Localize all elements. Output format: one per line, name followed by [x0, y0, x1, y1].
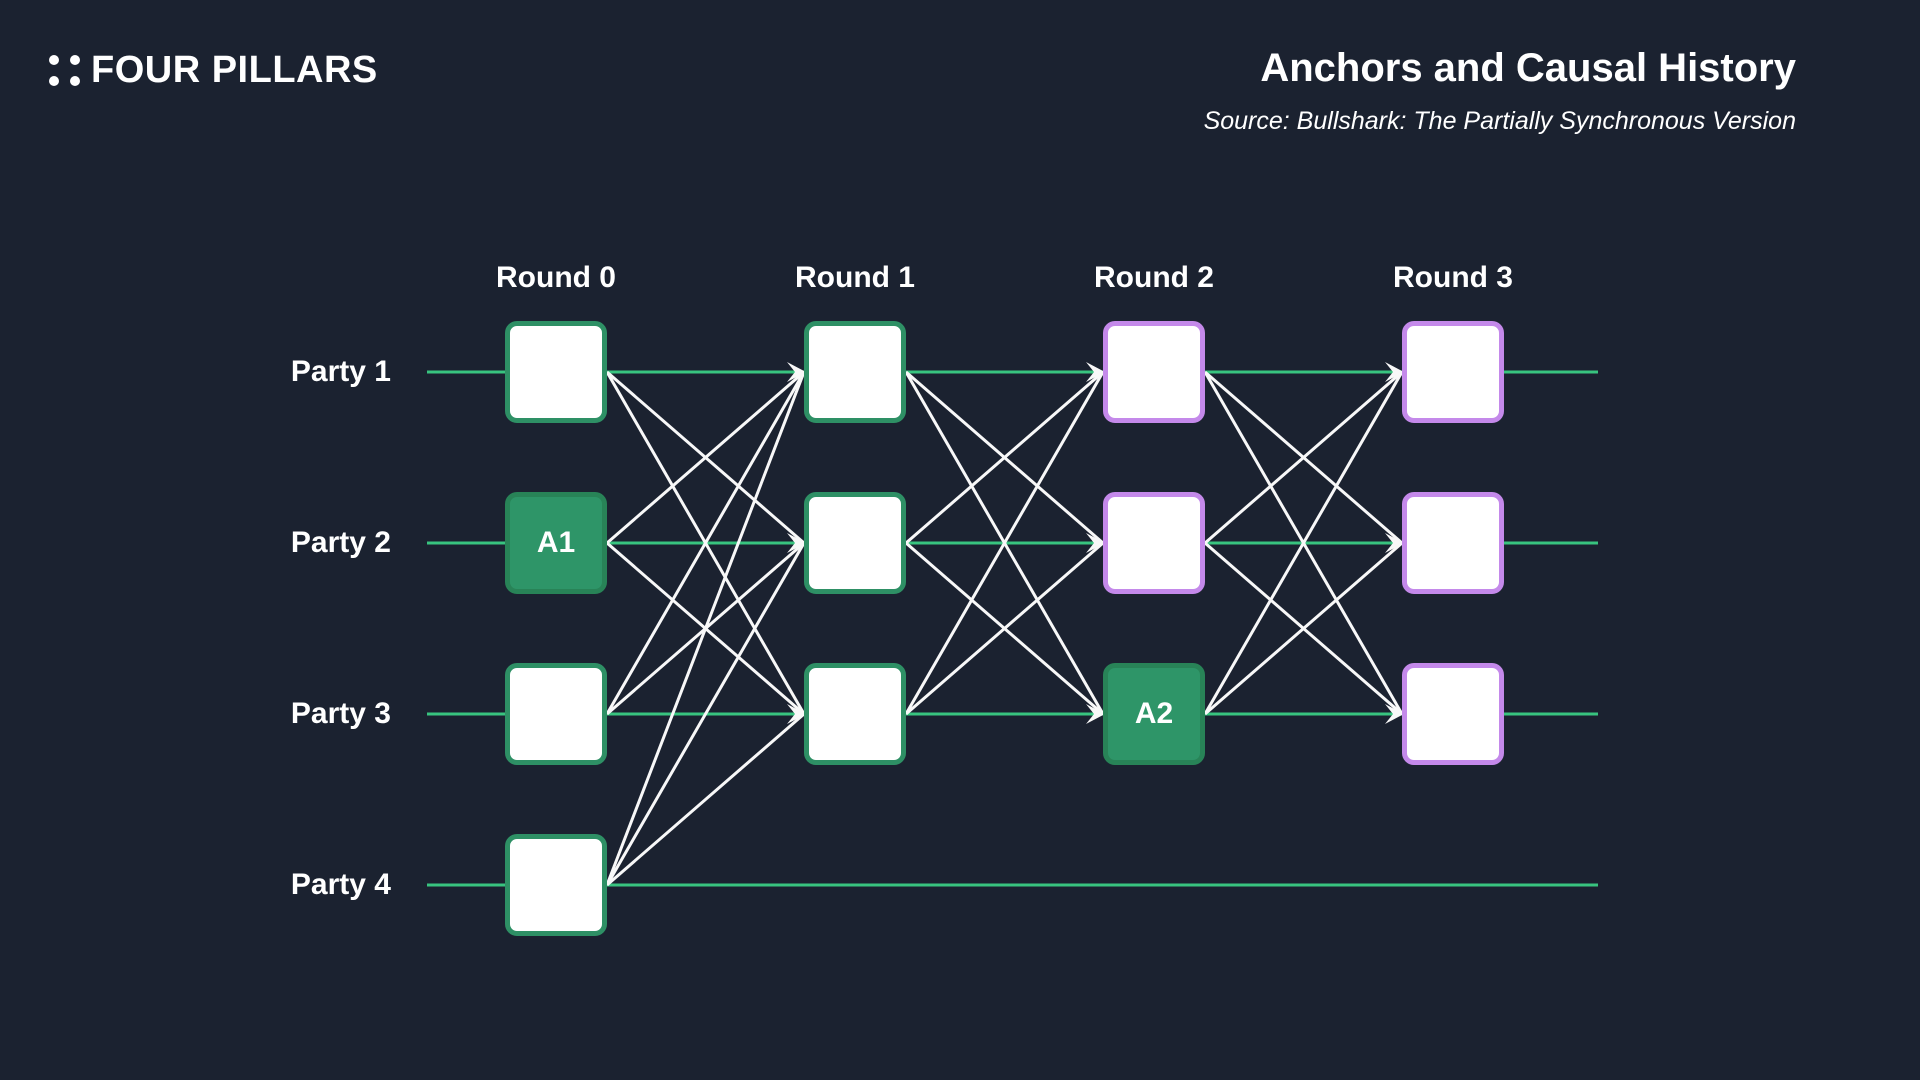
- dag-edge: [1204, 370, 1403, 545]
- edge-arrowhead-icon: [1086, 362, 1105, 382]
- dag-node-round3-party1: [1402, 321, 1504, 423]
- dag-node-round1-party3: [804, 663, 906, 765]
- dag-node-round2-party2: [1103, 492, 1205, 594]
- dag-edge: [904, 371, 1105, 715]
- edge-arrowhead-icon: [1385, 704, 1404, 724]
- party-label: Party 4: [290, 868, 391, 901]
- dag-edge: [905, 370, 1104, 545]
- dot: [49, 76, 59, 86]
- dot: [70, 55, 80, 65]
- brand-name: FOUR PILLARS: [91, 49, 378, 91]
- dag-edge: [1204, 541, 1403, 716]
- edge-arrowhead-icon: [787, 362, 806, 382]
- edge-arrowhead-icon: [1086, 533, 1105, 553]
- anchor-node-A2: A2: [1103, 663, 1205, 765]
- round-label: Round 1: [795, 261, 915, 294]
- round-label: Round 2: [1094, 261, 1214, 294]
- dot: [70, 76, 80, 86]
- dag-edge: [606, 370, 805, 545]
- dag-node-round1-party1: [804, 321, 906, 423]
- title-block: Anchors and Causal History Source: Bulls…: [1204, 47, 1796, 136]
- edge-arrowhead-icon: [787, 704, 806, 724]
- dag-node-round0-party4: [505, 834, 607, 936]
- round-label: Round 0: [496, 261, 616, 294]
- dag-node-round2-party1: [1103, 321, 1205, 423]
- four-dots-icon: [49, 55, 80, 86]
- dag-edge: [605, 542, 806, 886]
- dag-edge: [1203, 371, 1404, 715]
- dag-node-round0-party3: [505, 663, 607, 765]
- anchor-node-A1: A1: [505, 492, 607, 594]
- edge-arrowhead-icon: [1385, 362, 1404, 382]
- page-title: Anchors and Causal History: [1260, 46, 1796, 90]
- round-label: Round 3: [1393, 261, 1513, 294]
- dag-node-round3-party3: [1402, 663, 1504, 765]
- edge-arrowhead-icon: [1086, 704, 1105, 724]
- party-label: Party 2: [290, 526, 391, 559]
- dag-edge: [606, 712, 805, 887]
- dag-edge: [905, 541, 1104, 716]
- edge-arrowhead-icon: [787, 533, 806, 553]
- brand-logo: FOUR PILLARS: [49, 49, 378, 92]
- dag-node-round0-party1: [505, 321, 607, 423]
- edge-arrowhead-icon: [1385, 533, 1404, 553]
- dag-edge: [605, 371, 806, 715]
- party-label: Party 1: [290, 355, 391, 388]
- dag-node-round1-party2: [804, 492, 906, 594]
- dag-edge: [605, 371, 806, 886]
- source-caption: Source: Bullshark: The Partially Synchro…: [1203, 107, 1796, 135]
- dot: [49, 55, 59, 65]
- party-label: Party 3: [290, 697, 391, 730]
- dag-node-round3-party2: [1402, 492, 1504, 594]
